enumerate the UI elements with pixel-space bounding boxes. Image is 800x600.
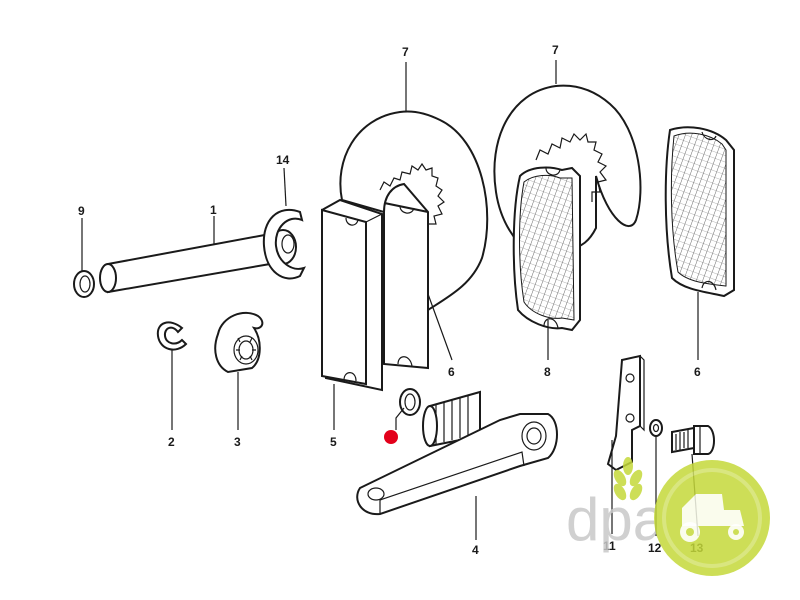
part-13-bolt [671,425,715,455]
part-11-bracket [606,354,645,472]
label-6-right: 6 [694,365,701,379]
label-14: 14 [276,153,290,167]
part-3-splined-cam [214,311,264,374]
wheat-icon [613,457,643,501]
part-4-lever-arm [356,390,558,516]
label-5: 5 [330,435,337,449]
part-2-snap-ring [156,321,188,351]
o-ring-seal [399,388,421,416]
label-7-left: 7 [402,45,409,59]
part-6-friction-pad-right [664,126,735,298]
gear-tractor-icon [654,460,770,576]
watermark-text: dpa [566,486,667,553]
label-11: 11 [603,539,616,553]
label-4: 4 [472,543,479,557]
label-9: 9 [78,204,85,218]
label-7-right: 7 [552,43,559,57]
part-12-washer [649,419,663,437]
label-2: 2 [168,435,175,449]
part-7-disc-left [339,110,489,312]
label-6-left: 6 [448,365,455,379]
part-8-friction-pad [512,166,581,332]
label-1: 1 [210,203,217,217]
label-12: 12 [648,541,662,555]
red-marker-dot [384,430,398,444]
watermark-logo: dpa [566,457,770,576]
label-3: 3 [234,435,241,449]
label-8: 8 [544,365,551,379]
part-5-pad-block [320,198,383,392]
part-14-circlip [262,209,306,280]
part-9-washer [73,270,95,298]
